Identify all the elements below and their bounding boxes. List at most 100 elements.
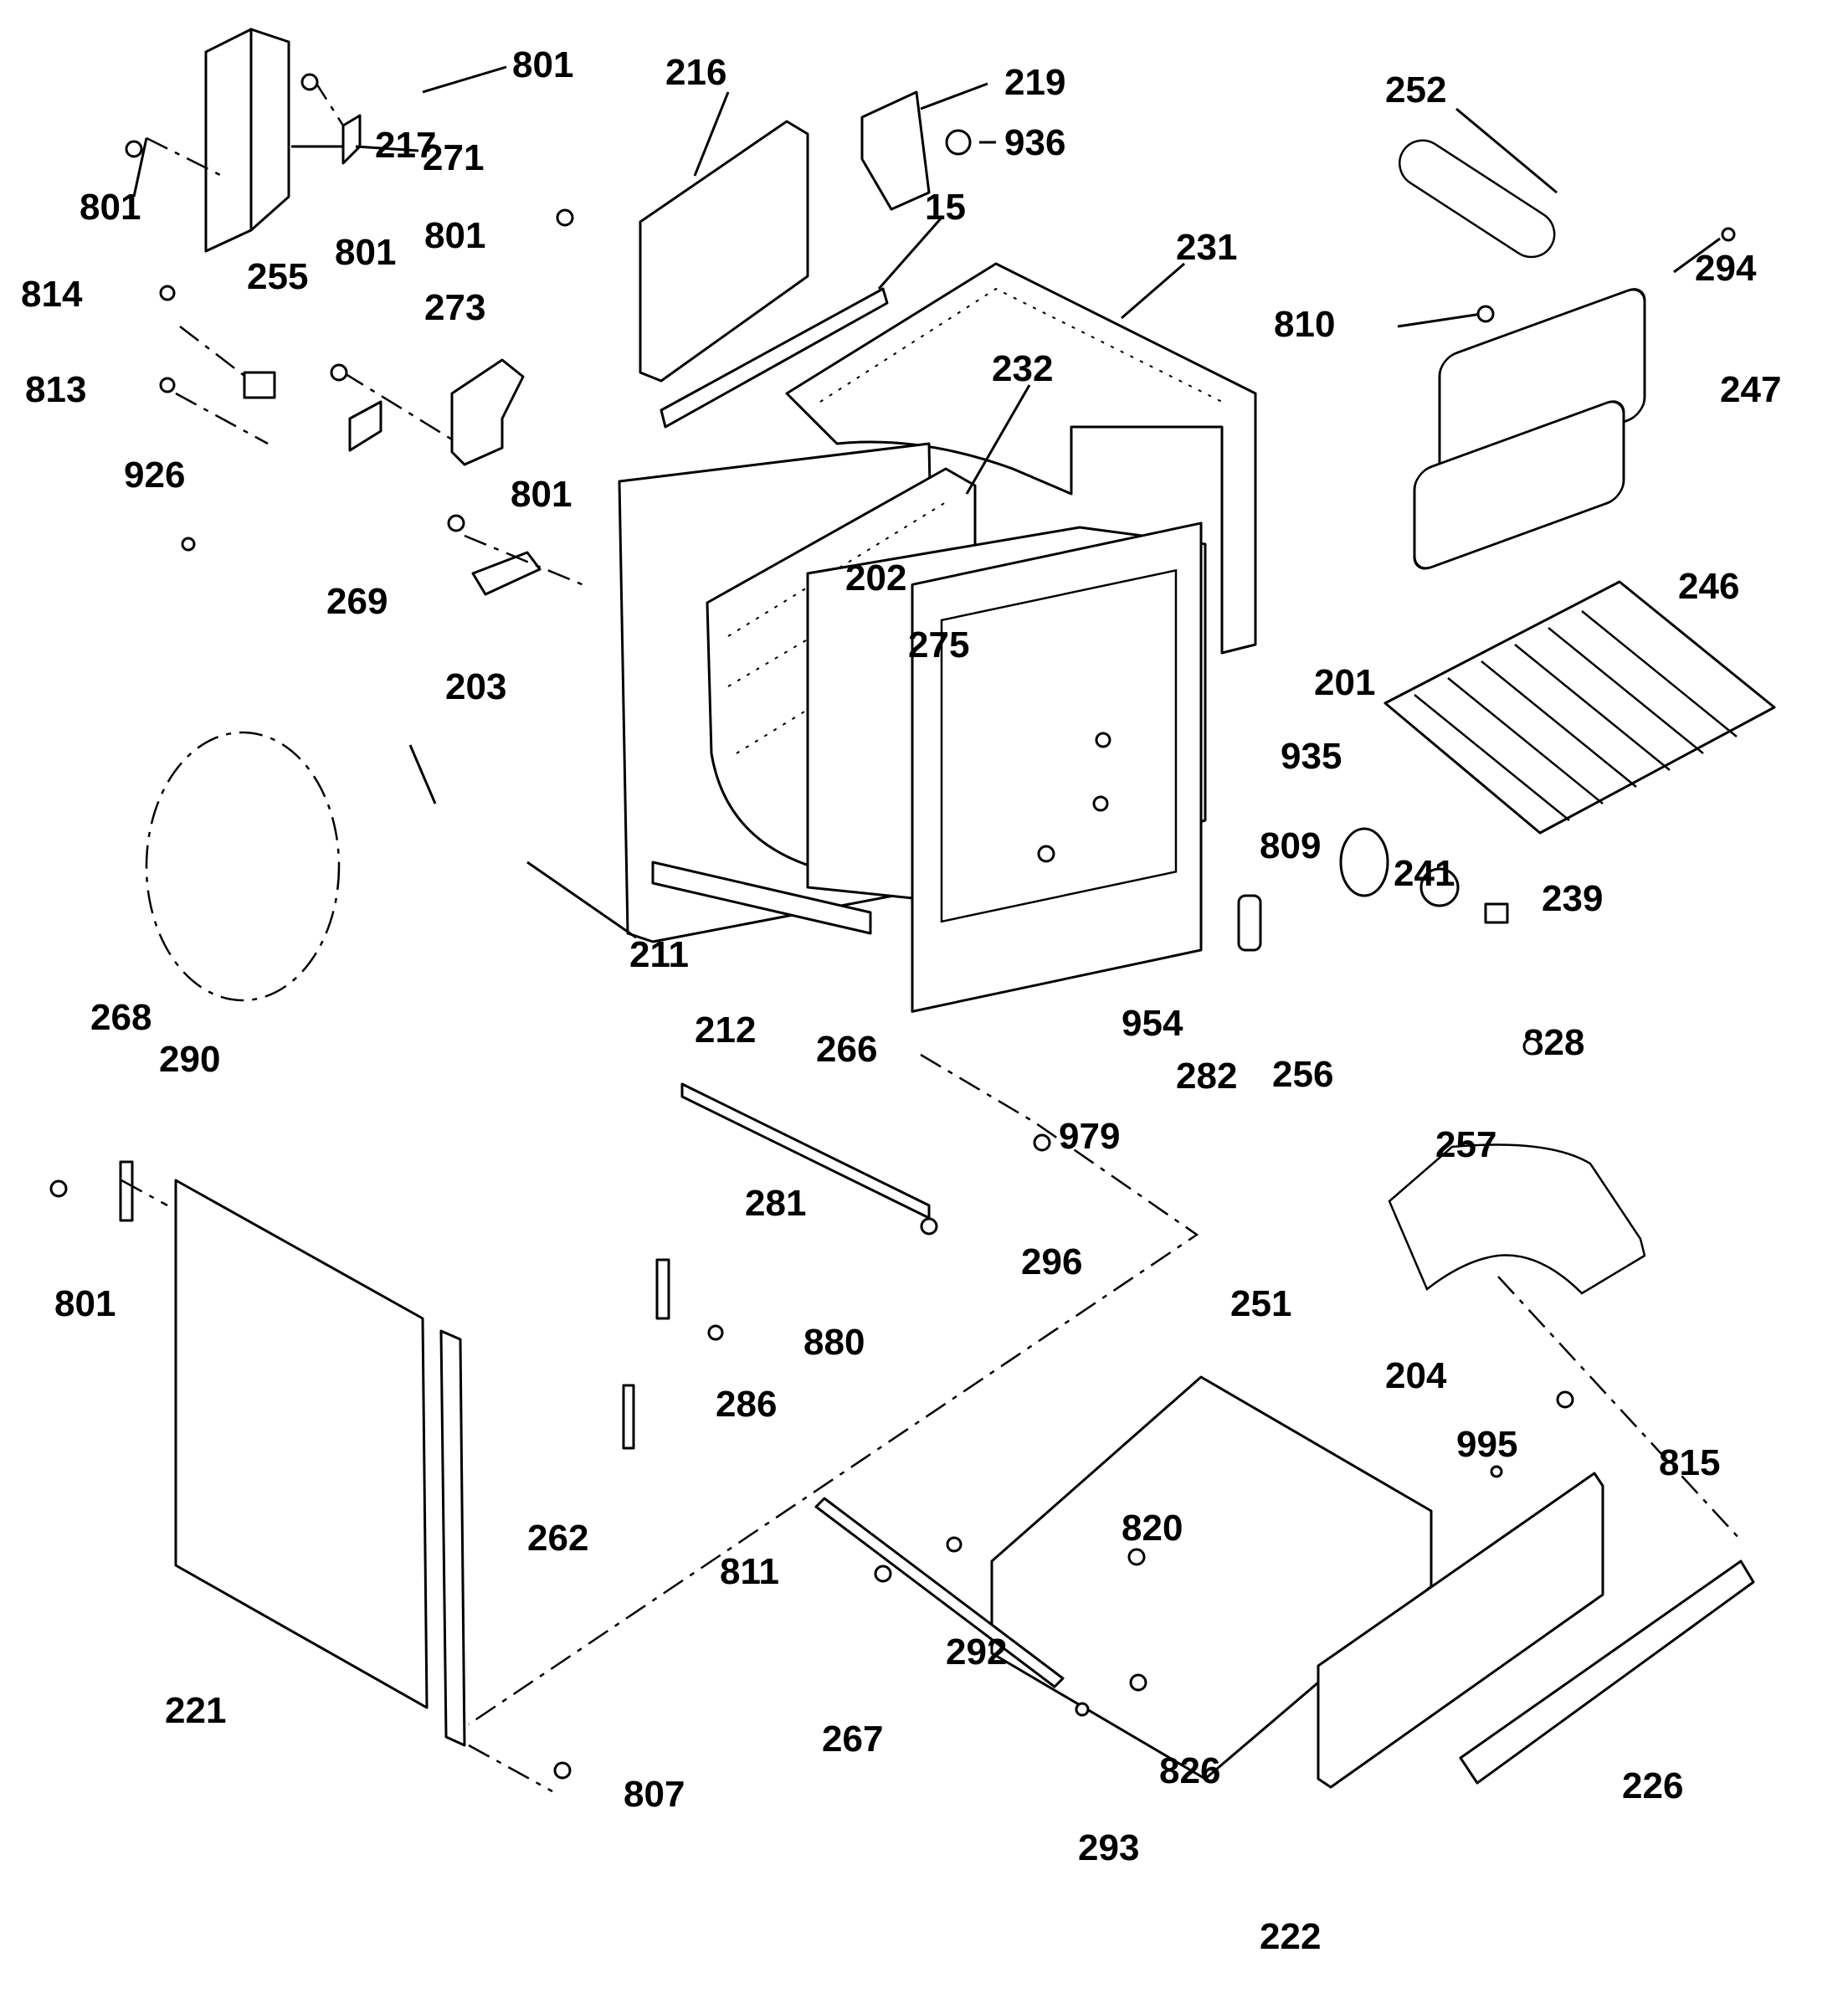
part-231-cabinet[interactable] <box>785 262 1257 655</box>
label-271[interactable]: 271 <box>423 137 484 178</box>
label-293[interactable]: 293 <box>1078 1827 1139 1868</box>
label-814[interactable]: 814 <box>21 274 83 315</box>
label-807[interactable]: 807 <box>624 1774 685 1815</box>
screw-icon[interactable] <box>159 377 176 393</box>
label-202[interactable]: 202 <box>845 557 906 599</box>
screw-icon[interactable] <box>125 140 143 158</box>
grommet-icon[interactable] <box>946 1536 963 1553</box>
part-286-spring[interactable] <box>622 1384 635 1450</box>
part-262-trim[interactable] <box>439 1329 466 1747</box>
part-267-rail[interactable] <box>814 1497 1065 1688</box>
label-809[interactable]: 809 <box>1260 825 1321 866</box>
screw-icon[interactable] <box>1129 1673 1147 1692</box>
part-255-switch[interactable] <box>243 371 276 399</box>
screw-icon[interactable] <box>1556 1390 1574 1409</box>
label-231[interactable]: 231 <box>1176 227 1237 268</box>
label-801[interactable]: 801 <box>54 1283 116 1324</box>
screw-icon[interactable] <box>1522 1037 1541 1056</box>
clip-icon[interactable] <box>1490 1465 1503 1478</box>
label-995[interactable]: 995 <box>1456 1424 1517 1465</box>
nut-icon[interactable] <box>181 537 196 552</box>
clip-icon[interactable] <box>1037 845 1055 863</box>
label-935[interactable]: 935 <box>1281 736 1342 777</box>
screw-icon[interactable] <box>1127 1548 1146 1566</box>
screw-icon[interactable] <box>920 1217 938 1236</box>
part-239-clip[interactable] <box>1484 902 1509 924</box>
label-201[interactable]: 201 <box>1314 662 1375 703</box>
screw-icon[interactable] <box>447 514 465 532</box>
part-257-bulb[interactable] <box>1419 867 1460 907</box>
part-936-grommet[interactable] <box>945 129 972 156</box>
part-226-handle[interactable] <box>1459 1559 1755 1785</box>
label-813[interactable]: 813 <box>25 369 86 410</box>
part-217-bracket[interactable] <box>204 28 253 253</box>
label-801[interactable]: 801 <box>80 187 141 228</box>
label-267[interactable]: 267 <box>822 1719 883 1760</box>
label-936[interactable]: 936 <box>1004 122 1065 163</box>
label-262[interactable]: 262 <box>527 1518 588 1559</box>
part-219-bracket[interactable] <box>860 90 931 211</box>
part-290-bracket[interactable] <box>119 1160 134 1222</box>
screw-icon[interactable] <box>330 363 348 382</box>
label-880[interactable]: 880 <box>803 1322 865 1363</box>
part-255-plate[interactable] <box>348 400 382 452</box>
grommet-icon[interactable] <box>1075 1702 1090 1717</box>
label-801[interactable]: 801 <box>335 232 396 273</box>
part-275-gasket[interactable] <box>940 568 1178 923</box>
part-201-front-frame[interactable] <box>911 522 1203 1013</box>
part-269-bracket[interactable] <box>471 551 542 596</box>
label-219[interactable]: 219 <box>1004 62 1065 103</box>
label-273[interactable]: 273 <box>424 287 485 328</box>
label-226[interactable]: 226 <box>1622 1765 1683 1806</box>
part-273-deflector[interactable] <box>450 358 525 466</box>
screw-icon[interactable] <box>159 285 176 301</box>
part-216-shield[interactable] <box>639 120 809 383</box>
label-294[interactable]: 294 <box>1695 248 1757 289</box>
label-826[interactable]: 826 <box>1159 1750 1220 1791</box>
label-954[interactable]: 954 <box>1122 1003 1183 1044</box>
label-282[interactable]: 282 <box>1176 1056 1237 1097</box>
label-204[interactable]: 204 <box>1385 1355 1447 1396</box>
nut-icon[interactable] <box>1095 732 1111 748</box>
label-221[interactable]: 221 <box>165 1690 226 1731</box>
label-232[interactable]: 232 <box>992 348 1053 389</box>
label-246[interactable]: 246 <box>1678 566 1739 607</box>
part-271-plate[interactable] <box>341 114 362 165</box>
label-15[interactable]: 15 <box>925 187 966 228</box>
screw-icon[interactable] <box>49 1179 68 1198</box>
label-286[interactable]: 286 <box>716 1384 777 1425</box>
label-268[interactable]: 268 <box>90 997 151 1038</box>
part-281-hinge[interactable] <box>655 1258 670 1320</box>
part-268-detail-circle[interactable] <box>145 731 341 1002</box>
part-217-flange[interactable] <box>249 28 290 232</box>
label-266[interactable]: 266 <box>816 1029 877 1070</box>
label-211[interactable]: 211 <box>629 934 689 975</box>
label-252[interactable]: 252 <box>1385 69 1446 110</box>
part-241-oven-rack[interactable] <box>1383 580 1776 835</box>
label-296[interactable]: 296 <box>1021 1241 1082 1282</box>
label-810[interactable]: 810 <box>1274 304 1335 345</box>
part-282-post[interactable] <box>1237 894 1262 952</box>
label-269[interactable]: 269 <box>326 581 388 622</box>
label-216[interactable]: 216 <box>665 52 726 93</box>
label-801[interactable]: 801 <box>512 44 573 85</box>
screw-icon[interactable] <box>556 208 574 227</box>
screw-icon[interactable] <box>553 1761 572 1780</box>
clip-icon[interactable] <box>1721 227 1736 242</box>
screw-icon[interactable] <box>1092 795 1109 812</box>
nut-icon[interactable] <box>1033 1133 1051 1152</box>
part-15-strip[interactable] <box>660 287 889 429</box>
screw-icon[interactable] <box>1476 305 1495 323</box>
screw-icon[interactable] <box>300 73 319 91</box>
label-222[interactable]: 222 <box>1260 1916 1321 1957</box>
label-926[interactable]: 926 <box>124 455 185 496</box>
part-246-broiler-pan[interactable] <box>1413 397 1625 573</box>
label-801[interactable]: 801 <box>424 215 485 256</box>
label-290[interactable]: 290 <box>159 1039 220 1080</box>
part-221-side-panel[interactable] <box>174 1179 429 1709</box>
label-815[interactable]: 815 <box>1659 1442 1720 1483</box>
screw-icon[interactable] <box>707 1324 724 1341</box>
part-212-floor[interactable] <box>651 861 872 935</box>
label-979[interactable]: 979 <box>1059 1116 1120 1157</box>
screw-icon[interactable] <box>874 1565 892 1583</box>
